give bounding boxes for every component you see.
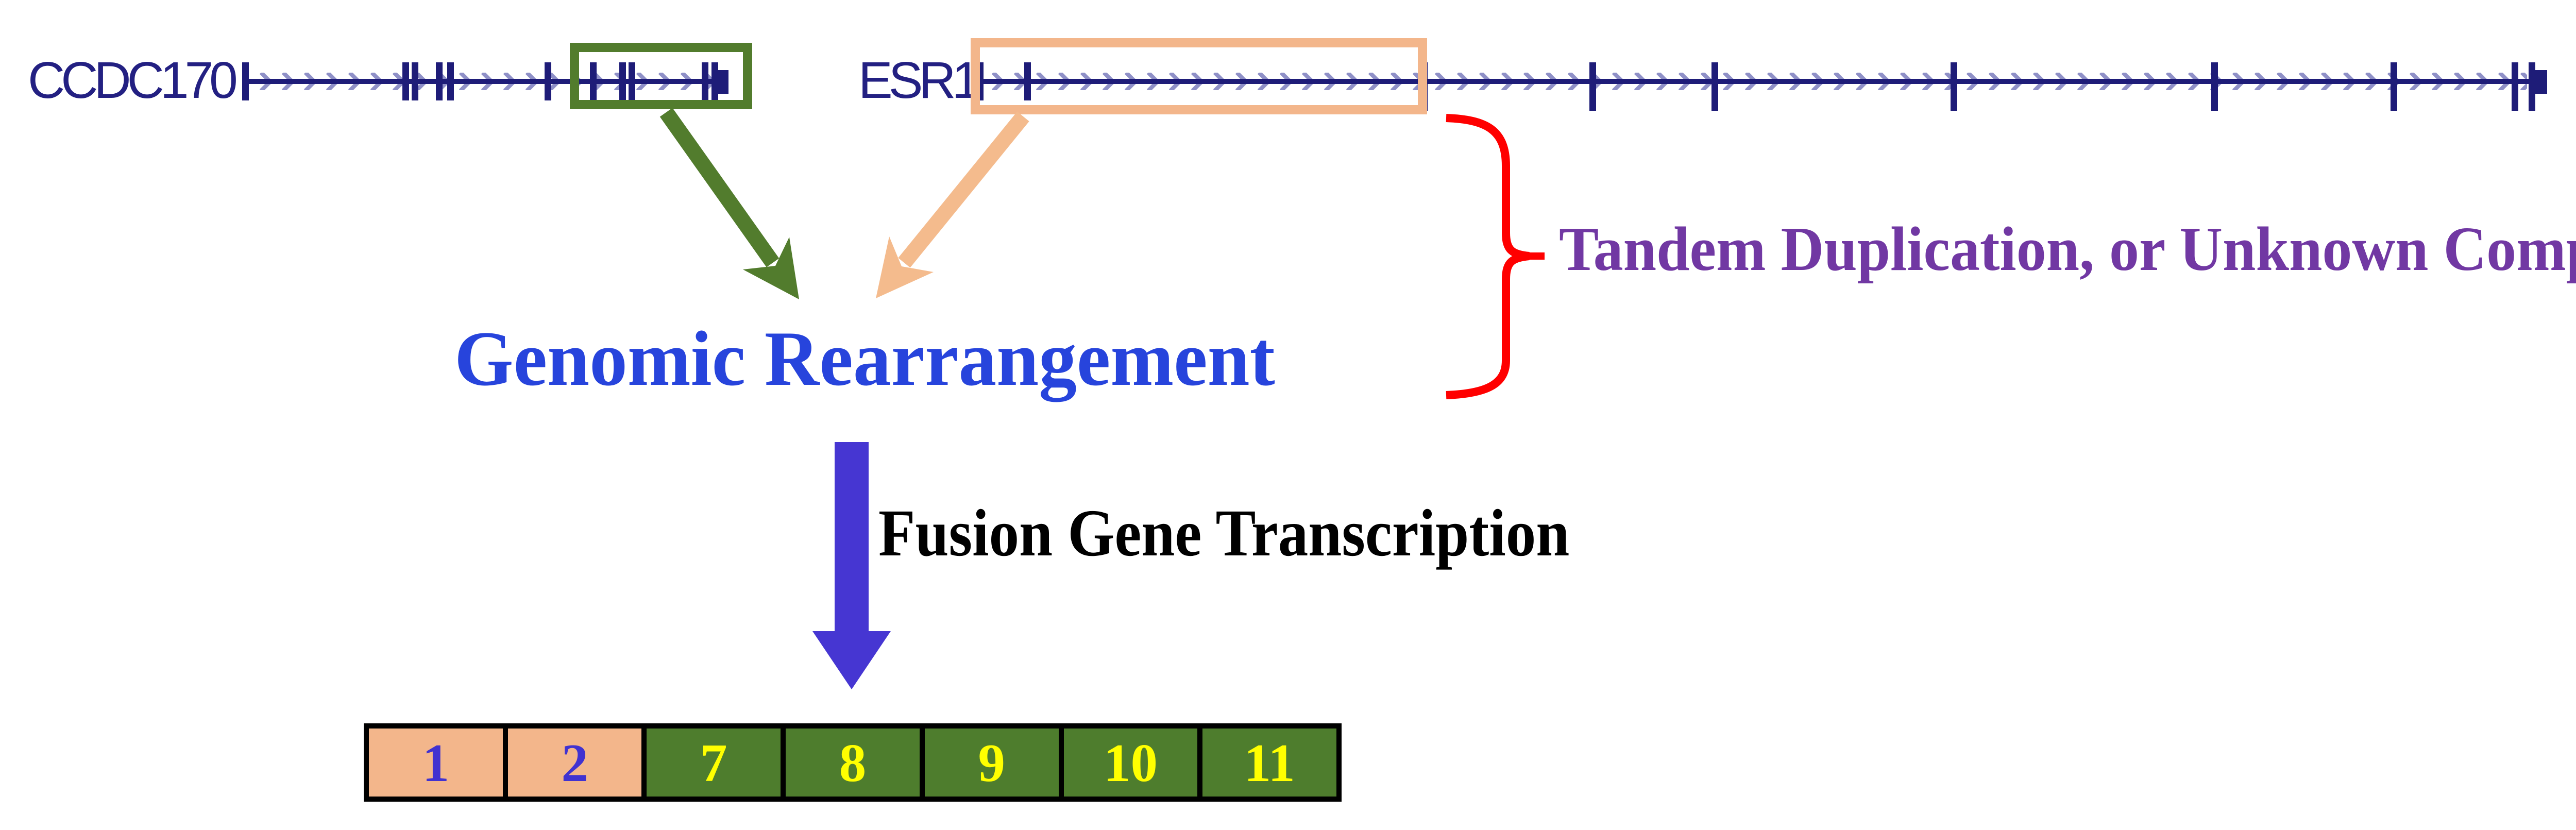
fusion-exon-7: 7	[647, 729, 781, 797]
utr-block	[717, 70, 728, 94]
exon-tick-tall	[1711, 62, 1718, 111]
orange-arrow-shaft	[898, 111, 1029, 268]
fusion-exon-number: 1	[422, 732, 450, 793]
fusion-exon-2: 2	[507, 729, 642, 797]
genomic-rearrangement-title: Genomic Rearrangement	[454, 315, 1275, 402]
utr-block	[2532, 70, 2547, 94]
exon-tick	[436, 62, 443, 100]
exon-tick-tall	[1951, 62, 1957, 111]
tandem-duplication-note: Tandem Duplication, or Unknown Complicat…	[1559, 214, 2576, 284]
esr1-exon-highlight-box	[971, 38, 1427, 114]
exon-tick	[402, 62, 409, 100]
exon-tick	[629, 62, 635, 100]
intron-line	[979, 79, 2533, 84]
green-arrow-shaft	[659, 108, 779, 267]
exon-tick-tall	[2211, 62, 2218, 111]
fusion-exon-number: 9	[978, 732, 1005, 793]
exon-tick	[545, 62, 551, 100]
red-brace	[1446, 114, 1530, 399]
exon-tick	[590, 62, 597, 100]
exon-tick	[702, 62, 708, 100]
exon-tick-tall	[2512, 62, 2518, 111]
exon-tick	[242, 62, 249, 100]
fusion-exon-10: 10	[1063, 729, 1198, 797]
gene-label-ccdc170: CCDC170	[28, 52, 238, 109]
exon-tick	[412, 62, 418, 100]
orange-arrow-head	[876, 236, 934, 298]
fusion-exon-number: 8	[839, 732, 867, 793]
exon-tick	[619, 62, 626, 100]
exon-tick-tall	[1589, 62, 1596, 111]
fusion-exon-9: 9	[924, 729, 1059, 797]
fusion-exon-number: 11	[1244, 732, 1295, 793]
exon-tick-tall	[2391, 62, 2397, 111]
ccdc170-exon-highlight-box	[570, 43, 752, 109]
green-arrow-head	[743, 237, 799, 299]
gene-label-esr1: ESR1	[858, 52, 980, 109]
exon-tick	[1024, 62, 1031, 100]
intron-line	[245, 79, 718, 84]
fusion-exon-1: 1	[369, 729, 503, 797]
fusion-exon-11: 11	[1202, 729, 1337, 797]
exon-tick	[711, 62, 718, 100]
fusion-exon-number: 2	[561, 732, 588, 793]
fusion-gene-transcription-label: Fusion Gene Transcription	[878, 496, 1570, 570]
exon-tick	[447, 62, 454, 100]
fusion-exon-8: 8	[786, 729, 920, 797]
fusion-exon-number: 7	[700, 732, 727, 793]
fusion-exon-number: 10	[1103, 732, 1158, 793]
fusion-transcript: 1 2 7 8 9 10 11	[364, 723, 1342, 802]
